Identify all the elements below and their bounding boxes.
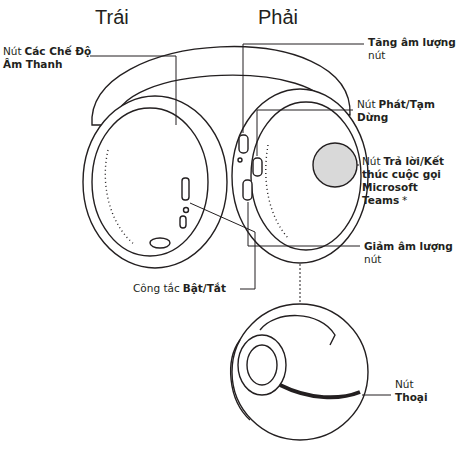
label-group: NútCác Chế Độ Âm Thanh [3,45,99,71]
part-label: nút [368,49,472,62]
part-label: nút [364,253,468,266]
label-group: Tăng âm lượngnút [368,36,472,62]
side-label: Phải [258,6,298,28]
part-label: Nút [3,45,22,57]
label-group: Giảm âm lượngnút [364,240,468,266]
label-group: Công tắcBật/Tắt [133,282,229,295]
part-label: Giảm âm lượng [364,240,453,252]
label-group: NútPhát/Tạm Dừng [357,98,457,124]
part-label: Bật/Tắt [183,282,226,294]
side-label: Trái [95,6,129,28]
part-label: Nút [362,155,381,167]
label-group: NútThoại [395,378,465,404]
part-label: Nút [395,378,414,390]
part-label: Nút [357,98,376,110]
part-label: * [402,194,407,206]
part-label: Thoại [395,391,465,404]
part-label: Tăng âm lượng [368,36,456,48]
label-group: NútTrả lời/Kết thúc cuộc gọi Microsoft T… [362,155,468,208]
part-label: Công tắc [133,282,180,294]
label-group: Trái [95,6,134,28]
label-group: Phải [258,6,304,28]
